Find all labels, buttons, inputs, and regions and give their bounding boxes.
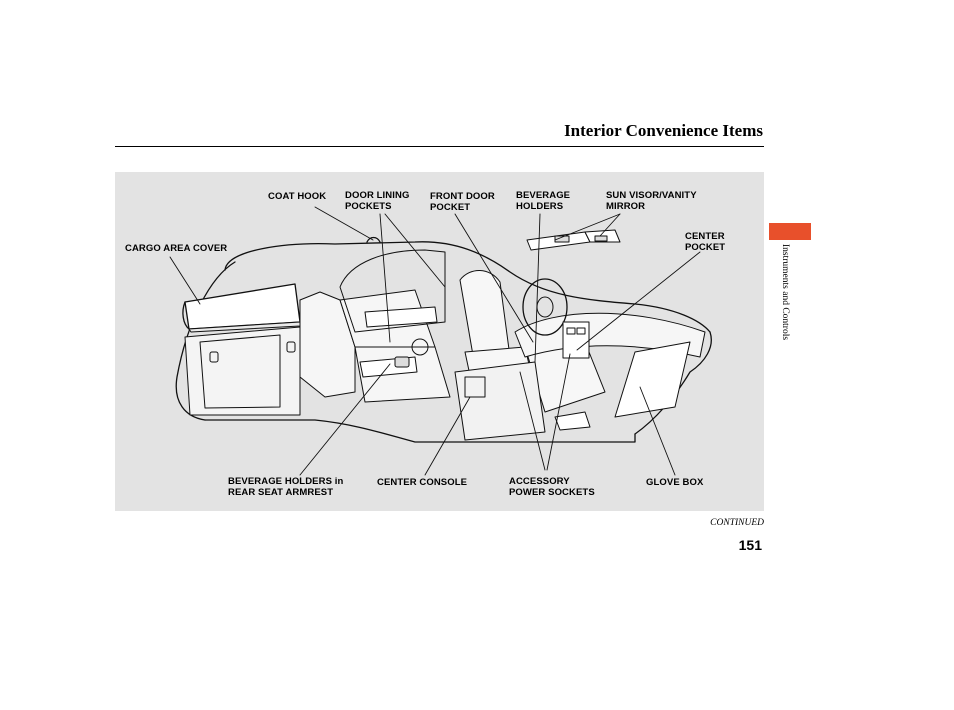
rear-seat-shape [299,289,451,403]
title-divider [115,146,764,147]
page-title: Interior Convenience Items [564,121,763,140]
cargo-area-cover-shape [182,283,301,333]
callout-beverage-holders: BEVERAGE HOLDERS [516,190,571,212]
car-body-outline [175,241,712,443]
section-label-vertical: Instruments and Controls [778,244,790,384]
continued-note: CONTINUED [710,518,764,528]
page-number: 151 [738,537,762,553]
section-tab [769,223,811,240]
sun-visor-shape [526,229,621,251]
coat-hook-shape [366,236,381,243]
callout-rear-armrest-beverage-holders: BEVERAGE HOLDERS in REAR SEAT ARMREST [228,476,344,498]
callout-sun-visor-mirror: SUN VISOR/VANITY MIRROR [606,190,697,212]
callout-leader-lines [169,206,701,476]
cargo-area-shape [184,326,301,416]
callout-accessory-power-sockets: ACCESSORY POWER SOCKETS [509,476,595,498]
callout-center-console: CENTER CONSOLE [377,477,468,488]
callout-center-pocket: CENTER POCKET [685,231,726,253]
callout-door-lining-pockets: DOOR LINING POCKETS [345,190,410,212]
callout-coat-hook: COAT HOOK [268,191,327,202]
rear-door-shape [339,249,446,356]
center-console-shape [454,361,546,441]
callout-glove-box: GLOVE BOX [646,477,704,488]
interior-illustration-panel: COAT HOOK DOOR LINING POCKETS FRONT DOOR… [115,172,764,511]
callout-front-door-pocket: FRONT DOOR POCKET [430,191,495,213]
car-interior-illustration [169,206,712,476]
callout-cargo-area-cover: CARGO AREA COVER [125,243,228,254]
dashboard-shape [514,278,706,418]
section-label-text: Instruments and Controls [780,244,790,341]
